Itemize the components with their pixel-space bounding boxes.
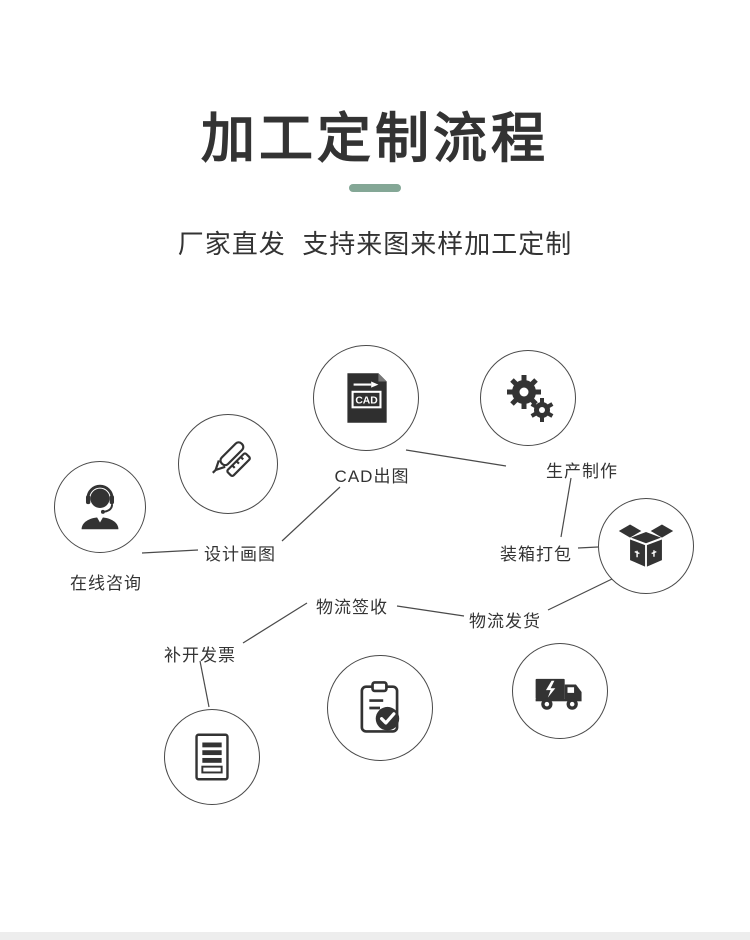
next-section-edge — [0, 932, 750, 940]
invoice-icon — [195, 733, 229, 781]
customer-service-icon — [81, 484, 119, 530]
step-label-design: 设计画图 — [204, 545, 276, 564]
step-label-packing: 装箱打包 — [500, 545, 572, 564]
step-label-online-consult: 在线咨询 — [70, 574, 142, 593]
step-circle-packing — [598, 498, 694, 594]
step-circle-shipping — [512, 643, 608, 739]
step-circle-online-consult — [54, 461, 146, 553]
step-label-cad: CAD出图 — [334, 467, 410, 486]
step-circle-production — [480, 350, 576, 446]
gears-icon — [507, 375, 554, 422]
title-divider-pill — [349, 184, 401, 192]
cad-document-icon: CAD — [347, 373, 387, 423]
cad-label: CAD — [355, 396, 378, 407]
page-subtitle: 厂家直发 支持来图来样加工定制 — [177, 229, 573, 259]
step-circle-sign — [327, 655, 433, 761]
truck-icon — [535, 678, 582, 710]
clipboard-check-icon — [360, 681, 400, 733]
box-icon — [618, 524, 674, 567]
step-label-production: 生产制作 — [546, 462, 618, 481]
step-label-sign: 物流签收 — [316, 598, 388, 617]
step-circle-invoice — [164, 709, 260, 805]
step-label-invoice: 补开发票 — [164, 646, 236, 665]
step-label-shipping: 物流发货 — [469, 612, 541, 631]
design-pen-icon — [212, 441, 251, 477]
step-circle-design — [178, 414, 278, 514]
page-title: 加工定制流程 — [201, 109, 549, 169]
step-circle-cad: CAD — [313, 345, 419, 451]
